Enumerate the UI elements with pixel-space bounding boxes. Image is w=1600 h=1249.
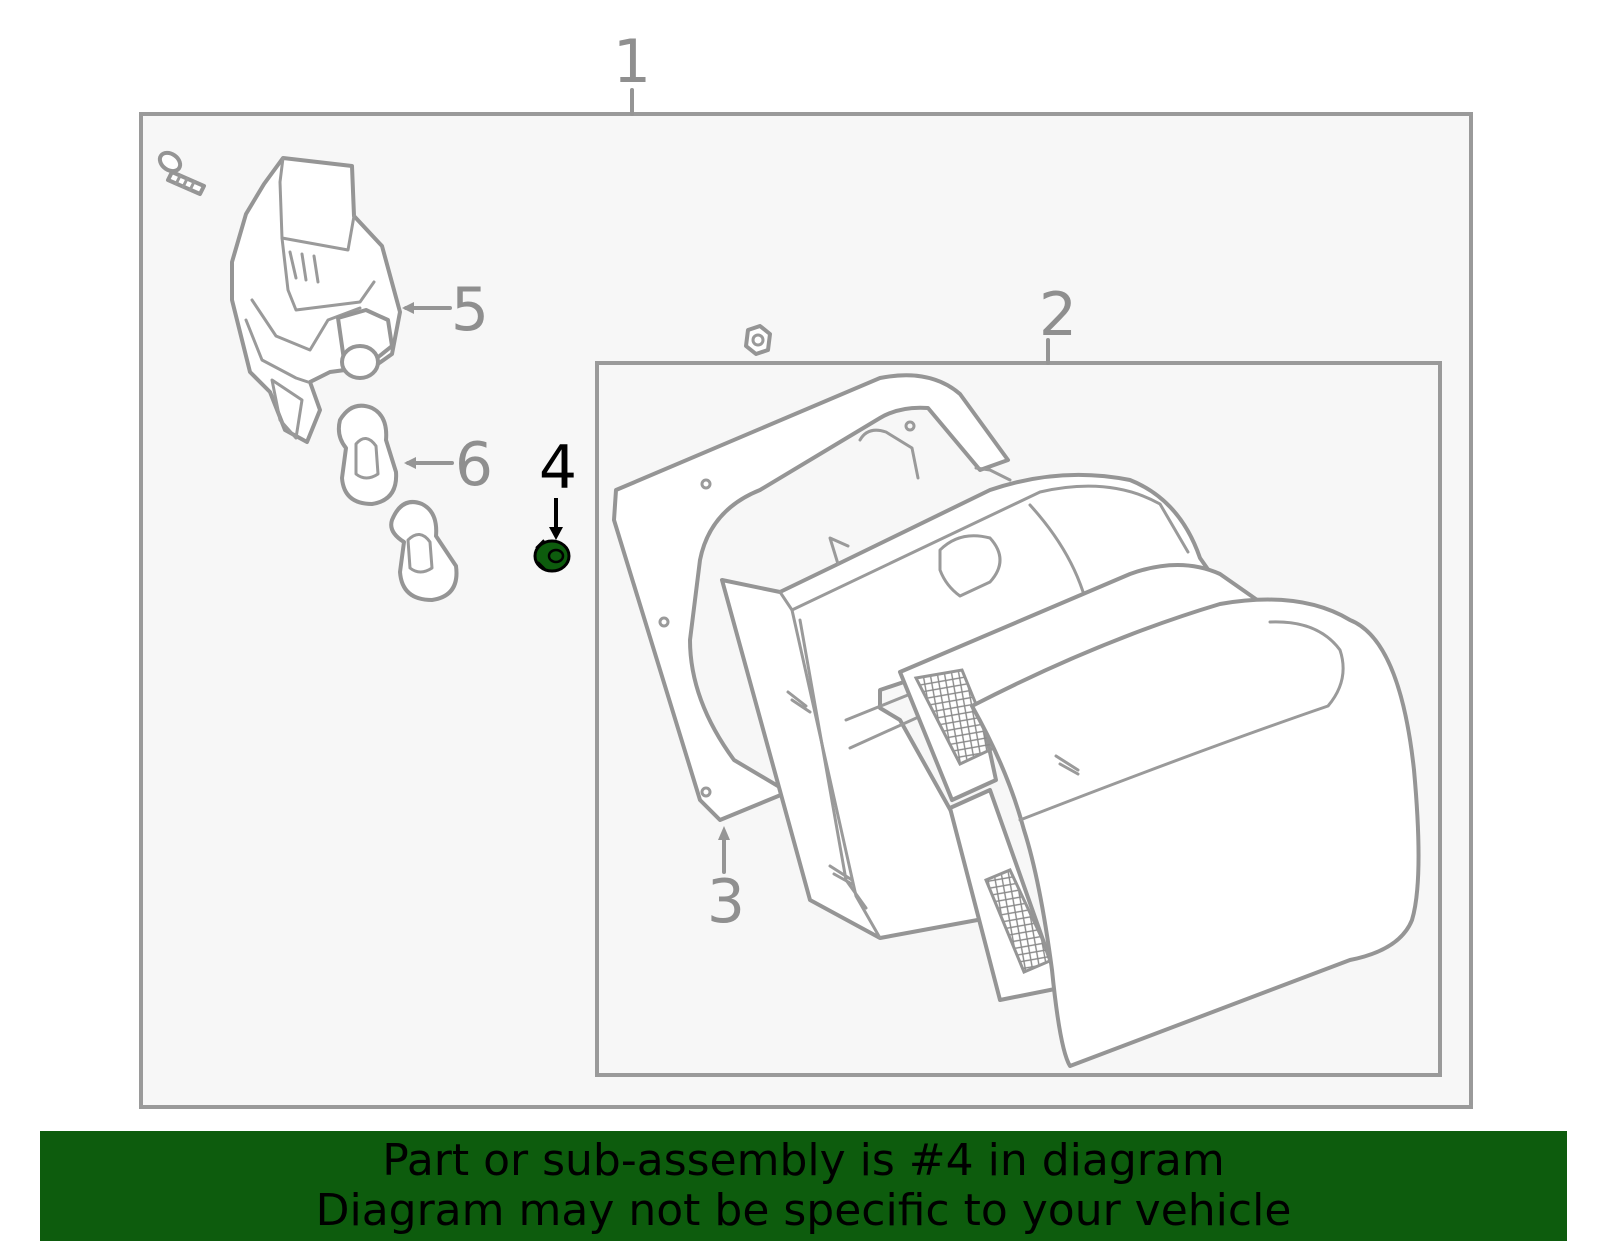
callout-4: 4 xyxy=(539,433,577,503)
nut-icon xyxy=(744,324,772,356)
callout-5-arrowhead xyxy=(402,302,414,314)
outer-lens-part xyxy=(970,597,1421,1068)
callout-4-arrowhead xyxy=(549,527,563,540)
callout-2: 2 xyxy=(1039,280,1077,350)
callout-6: 6 xyxy=(455,430,493,500)
screw-icon xyxy=(157,150,206,196)
callout-5: 5 xyxy=(451,275,489,345)
banner-line-1: Part or sub-assembly is #4 in diagram xyxy=(382,1135,1225,1186)
nut-part-highlighted[interactable] xyxy=(533,539,571,573)
callout-3-arrowhead xyxy=(718,826,730,840)
socket-housing-part xyxy=(230,156,402,444)
bulb-icon xyxy=(336,403,459,602)
info-banner: Part or sub-assembly is #4 in diagram Di… xyxy=(40,1131,1567,1241)
banner-line-2: Diagram may not be specific to your vehi… xyxy=(315,1185,1292,1236)
callout-1: 1 xyxy=(613,27,651,97)
gasket-part xyxy=(612,373,1010,822)
callout-6-arrowhead xyxy=(404,457,416,469)
callout-3: 3 xyxy=(707,867,745,937)
